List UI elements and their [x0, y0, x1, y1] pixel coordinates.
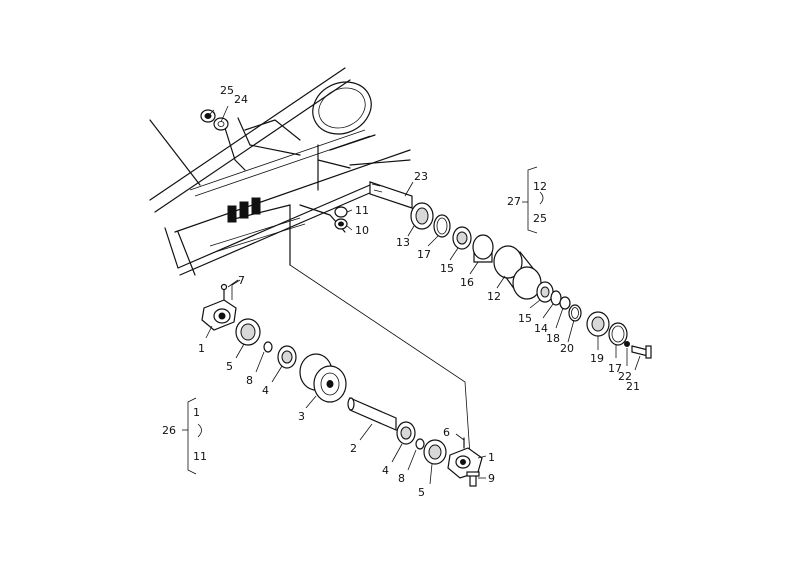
label-part-9: 9 — [488, 472, 495, 485]
label-part-15-upper: 15 — [440, 262, 454, 275]
label-part-8-right: 8 — [398, 472, 405, 485]
group-27-to-label: 25 — [533, 212, 547, 225]
label-part-2: 2 — [350, 442, 357, 455]
group-26-label: 26 — [162, 424, 176, 437]
group-26-to-label: 11 — [193, 450, 207, 463]
label-part-7: 7 — [238, 274, 245, 287]
label-part-5-left: 5 — [226, 360, 233, 373]
label-part-10: 10 — [355, 224, 369, 237]
callout-ticks — [205, 105, 641, 485]
label-part-23: 23 — [414, 170, 428, 183]
label-part-1-left: 1 — [198, 342, 205, 355]
label-part-4-left: 4 — [262, 384, 269, 397]
label-part-19: 19 — [590, 352, 604, 365]
label-part-8-left: 8 — [246, 374, 253, 387]
label-part-25-top: 25 — [220, 84, 234, 97]
label-part-5-right: 5 — [418, 486, 425, 499]
group-bracket-26: 26 1 11 — [162, 397, 207, 475]
label-part-20: 20 — [560, 342, 574, 355]
group-27-from-label: 12 — [533, 180, 547, 193]
group-27-label: 27 — [507, 195, 521, 208]
label-part-15-lower: 15 — [518, 312, 532, 325]
label-part-17-upper: 17 — [417, 248, 431, 261]
label-part-12: 12 — [487, 290, 501, 303]
upper-roller-assembly — [200, 109, 652, 359]
label-part-21: 21 — [626, 380, 640, 393]
label-part-14: 14 — [534, 322, 548, 335]
label-part-16: 16 — [460, 276, 474, 289]
part-labels: 25 24 23 11 10 13 17 15 16 12 15 14 18 2… — [198, 84, 640, 499]
label-part-13: 13 — [396, 236, 410, 249]
group-26-from-label: 1 — [193, 406, 200, 419]
label-part-3: 3 — [298, 410, 305, 423]
label-part-1-right: 1 — [488, 451, 495, 464]
machine-frame — [149, 67, 411, 276]
label-part-6: 6 — [443, 426, 450, 439]
label-part-4-right: 4 — [382, 464, 389, 477]
label-part-18: 18 — [546, 332, 560, 345]
label-part-17-lower: 17 — [608, 362, 622, 375]
lower-roller-assembly — [201, 283, 483, 487]
group-bracket-27: 27 12 25 — [507, 166, 547, 234]
label-part-24: 24 — [234, 93, 248, 106]
label-part-22: 22 — [618, 370, 632, 383]
label-part-11: 11 — [355, 204, 369, 217]
